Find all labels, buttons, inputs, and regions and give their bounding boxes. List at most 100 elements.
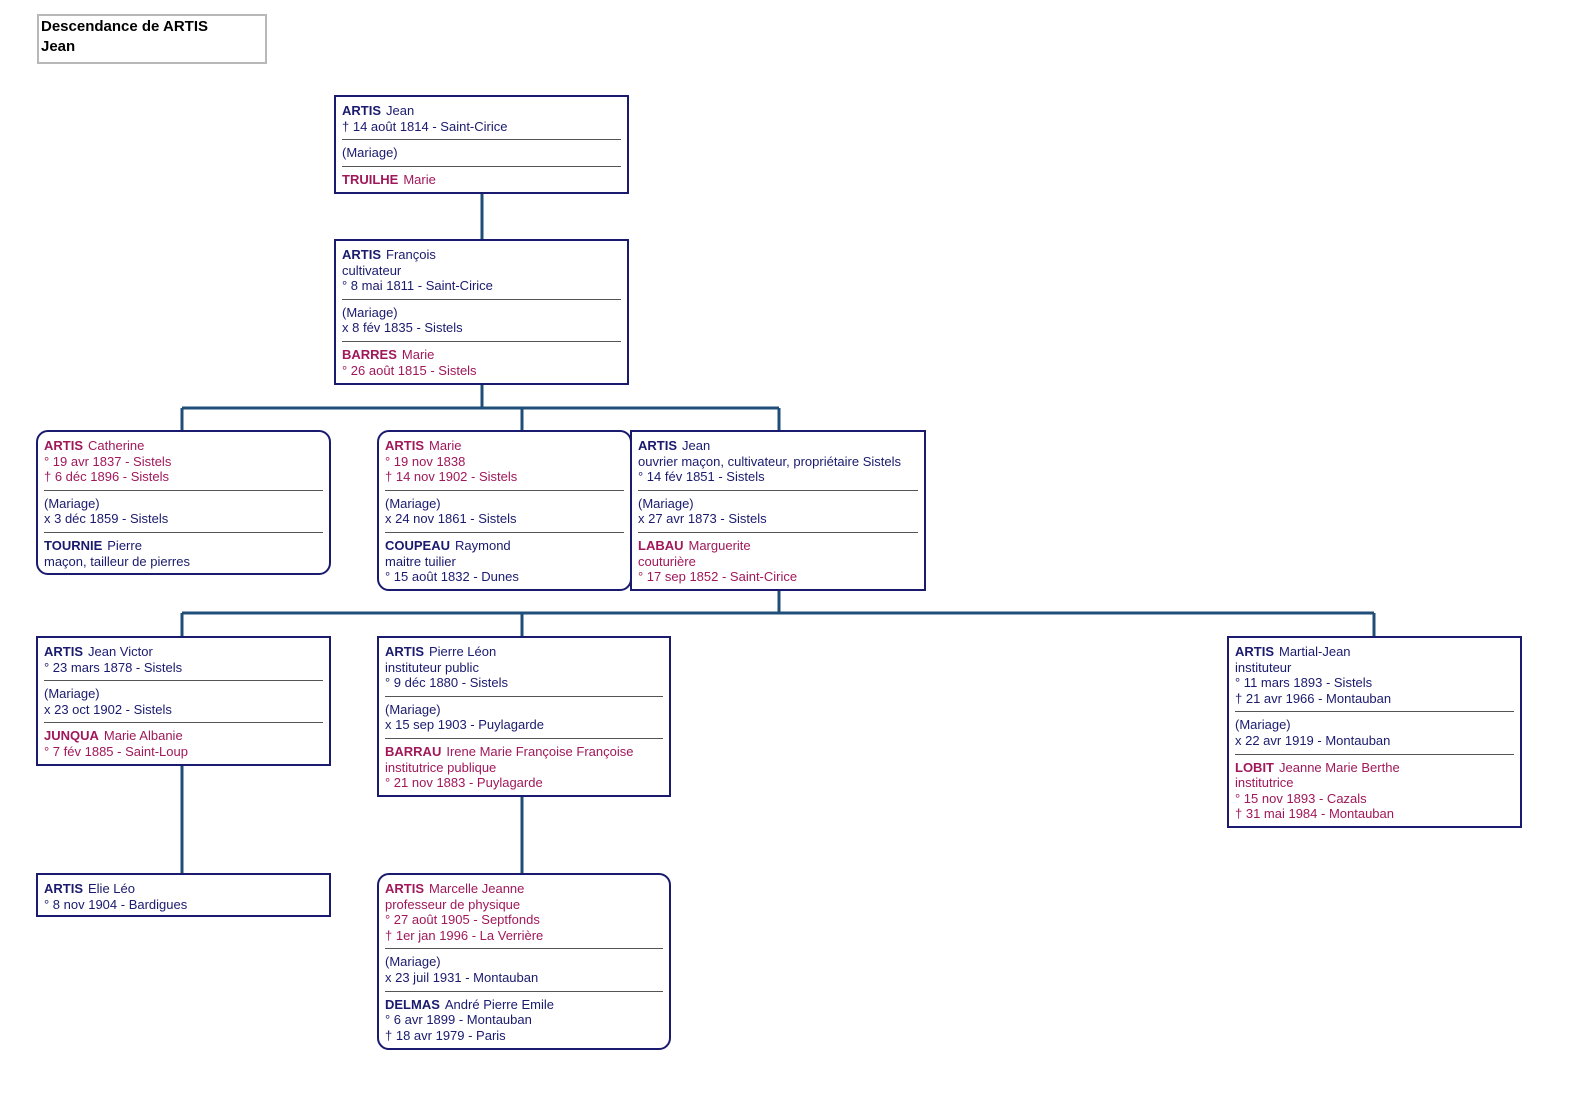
detail-line: x 23 juil 1931 - Montauban [385, 969, 539, 985]
detail-line: (Mariage) [385, 954, 441, 970]
surname: ARTIS [44, 438, 83, 453]
detail-line: (Mariage) [385, 495, 441, 511]
detail-line: x 23 oct 1902 - Sistels [44, 701, 172, 717]
given-name: Marie [401, 346, 435, 362]
surname: COUPEAU [385, 537, 451, 553]
detail-line: ° 23 mars 1878 - Sistels [44, 659, 183, 675]
marriage-section: (Mariage)x 23 oct 1902 - Sistels [44, 680, 323, 717]
given-name: Jeanne Marie Berthe [1279, 759, 1400, 775]
detail-line: ouvrier maçon, cultivateur, propriétaire… [638, 453, 902, 469]
marriage-section: (Mariage)x 23 juil 1931 - Montauban [385, 948, 663, 985]
detail-line: x 27 avr 1873 - Sistels [638, 511, 767, 527]
detail-line: ° 26 août 1815 - Sistels [342, 362, 477, 378]
surname: BARRAU [385, 743, 442, 759]
detail-line: x 15 sep 1903 - Puylagarde [385, 717, 544, 733]
detail-line: instituteur public [385, 659, 479, 675]
surname: ARTIS [385, 438, 424, 453]
person-section: ARTIS Elie Léo° 8 nov 1904 - Bardigues [44, 881, 323, 912]
given-name: Pierre Léon [429, 644, 497, 659]
person-name: LOBIT Jeanne Marie Berthe [1235, 760, 1514, 776]
detail-line: ° 19 avr 1837 - Sistels [44, 453, 172, 469]
given-name: Martial-Jean [1279, 644, 1351, 659]
detail-line: maitre tuilier [385, 553, 456, 569]
detail-line: ° 9 déc 1880 - Sistels [385, 675, 508, 691]
detail-line: (Mariage) [638, 495, 694, 511]
given-name: Marie [403, 171, 436, 187]
detail-line: ° 21 nov 1883 - Puylagarde [385, 775, 543, 791]
detail-line: (Mariage) [44, 686, 100, 702]
surname: LOBIT [1235, 759, 1274, 775]
detail-line: x 8 fév 1835 - Sistels [342, 320, 463, 336]
given-name: Jean [386, 103, 415, 118]
chart-title-line-2: Jean [41, 38, 76, 55]
card-artis-elie-leo[interactable]: ARTIS Elie Léo° 8 nov 1904 - Bardigues [36, 873, 331, 917]
given-name: Raymond [455, 537, 511, 553]
person-name: ARTIS François [342, 247, 621, 263]
detail-line: † 31 mai 1984 - Montauban [1235, 806, 1394, 822]
detail-line: cultivateur [342, 262, 402, 278]
surname: LABAU [638, 537, 684, 553]
marriage-section: (Mariage)x 8 fév 1835 - Sistels [342, 298, 621, 336]
detail-line: maçon, tailleur de pierres [44, 553, 190, 569]
chart-title-line-1: Descendance de ARTIS [41, 18, 208, 35]
detail-line: ° 15 nov 1893 - Cazals [1235, 790, 1367, 806]
surname: ARTIS [1235, 644, 1274, 659]
given-name: André Pierre Emile [444, 996, 554, 1012]
detail-line: (Mariage) [44, 495, 100, 511]
detail-line: (Mariage) [385, 701, 441, 717]
given-name: Elie Léo [88, 881, 135, 896]
detail-line: ° 17 sep 1852 - Saint-Cirice [638, 569, 798, 585]
detail-line: (Mariage) [1235, 717, 1291, 733]
detail-line: ° 27 août 1905 - Septfonds [385, 912, 540, 928]
detail-line: ° 8 nov 1904 - Bardigues [44, 896, 188, 912]
chart-title: Descendance de ARTIS Jean [37, 14, 267, 64]
detail-line: professeur de physique [385, 896, 521, 912]
surname: DELMAS [385, 996, 440, 1012]
given-name: Jean Victor [88, 644, 153, 659]
given-name: François [386, 247, 436, 262]
surname: ARTIS [342, 247, 381, 262]
surname: BARRES [342, 346, 397, 362]
marriage-section: (Mariage)x 22 avr 1919 - Montauban [1235, 711, 1514, 748]
given-name: Irene Marie Françoise Françoise [446, 743, 634, 759]
person-name: ARTIS Elie Léo [44, 881, 323, 897]
detail-line: † 1er jan 1996 - La Verrière [385, 927, 544, 943]
detail-line: ° 6 avr 1899 - Montauban [385, 1012, 532, 1028]
given-name: Marcelle Jeanne [429, 881, 525, 896]
surname: ARTIS [638, 438, 677, 453]
surname: ARTIS [44, 881, 83, 896]
